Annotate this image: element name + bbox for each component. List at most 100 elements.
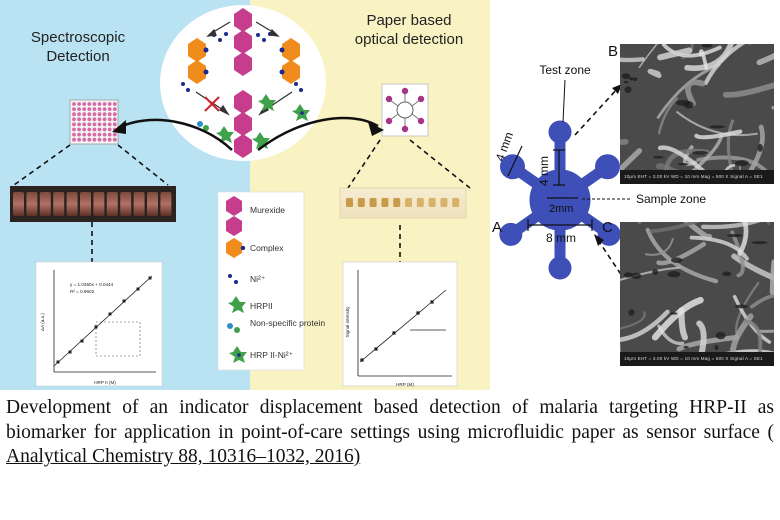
sem-pore [652,269,659,275]
well [72,127,76,132]
sem-fiber [684,79,706,107]
paper-spot [416,198,424,207]
sem-fiber [620,57,645,63]
paper-spot [405,198,412,207]
sem-arrow-head-bottom [594,234,604,246]
paper-spot [393,198,401,207]
legend-box: Murexide Complex Ni²⁺ HRPII Non-specific… [217,191,325,371]
data-point [68,350,72,354]
sem-fiber [684,44,734,71]
well [97,102,102,106]
well [102,102,107,106]
murexide-icon [234,90,252,158]
paper-spot [440,198,448,207]
well [77,112,81,117]
curved-arrows [117,116,379,151]
sem-fiber [724,163,736,170]
data-point [374,347,378,351]
sem-pore [623,80,629,84]
sem-pore [714,344,719,351]
sem-fiber [620,311,646,330]
well [97,112,102,117]
figure-graphic: Spectroscopic Detection Paper based opti… [0,0,706,390]
well [72,117,76,122]
well [107,112,112,117]
well [92,112,97,117]
sem-fiber [696,320,707,352]
sem-fiber [657,47,693,61]
sem-fibers-top [620,44,774,170]
sem-fiber [620,148,643,170]
sem-pore [722,271,732,277]
legend-label-hrp2-nickel: HRP II-Ni²⁺ [250,350,294,360]
sem-pore [692,151,708,155]
sem-pore [683,346,689,349]
well [77,117,81,122]
legend-nickel-icon [228,274,238,284]
caption-reference-link[interactable]: Analytical Chemistry 88, 10316–1032, 201… [6,446,361,467]
legend-complex-icon [226,238,246,258]
sem-pore [709,125,726,129]
data-point [80,339,84,343]
sem-pore [653,155,664,159]
legend-murexide-icon [226,196,242,236]
well [92,117,97,122]
well [107,137,112,142]
cuvette [120,192,132,216]
well [102,122,107,127]
sem-fiber [722,82,774,98]
sem-arrow-head-top [612,84,622,94]
device-test-zone [548,256,572,280]
well [112,137,117,142]
sem-pore [757,144,763,152]
cuvette [53,192,65,216]
sem-pore [670,312,678,315]
well [72,107,76,111]
sem-fiber [691,134,724,170]
sem-pore [735,159,749,167]
sem-fiber [647,68,662,79]
sem-fiber [657,97,679,135]
well [77,137,81,142]
sem-fiber [657,145,706,170]
test-zone-pointer [562,79,566,123]
right-plot-ylabel: Signal intensity [345,306,350,338]
well [112,117,117,122]
sem-fiber [730,230,745,278]
sem-fiber [703,44,746,85]
dim-4mm-vertical: 4 mm [537,156,551,186]
paper-spot [346,198,353,207]
well [107,122,112,127]
right-plot-xlabel: HRP (M) [396,382,414,387]
microfluidic-device [499,120,621,280]
sem-pore [667,271,681,278]
paper-device-schematic [381,83,429,137]
well [82,122,87,127]
well [72,132,76,137]
well [82,127,87,132]
well [87,132,92,137]
sem-pore [677,163,689,166]
cuvette [133,192,145,216]
well [82,102,87,106]
well [97,122,102,127]
sem-meta-bottom: 10μm EHT = 3.00 kV WD = 10 mm Mag = 500 … [620,352,774,366]
sem-fiber [769,259,774,295]
device-test-zone [499,222,523,246]
well [87,112,92,117]
cuvette [66,192,78,216]
well [72,122,76,127]
sem-fiber [698,49,709,70]
sem-fiber [620,309,670,342]
sem-pore [624,86,632,93]
well [77,127,81,132]
sem-pore [629,77,634,81]
well [92,122,97,127]
cuvette [80,192,91,216]
hrp2-nickel-icon [292,104,310,121]
well [97,117,102,122]
well [92,127,97,132]
left-plot-ylabel: ΔA (a.u.) [40,313,45,331]
legend-hrp2-icon [228,296,246,313]
nonspecific-protein-icon [197,121,209,131]
